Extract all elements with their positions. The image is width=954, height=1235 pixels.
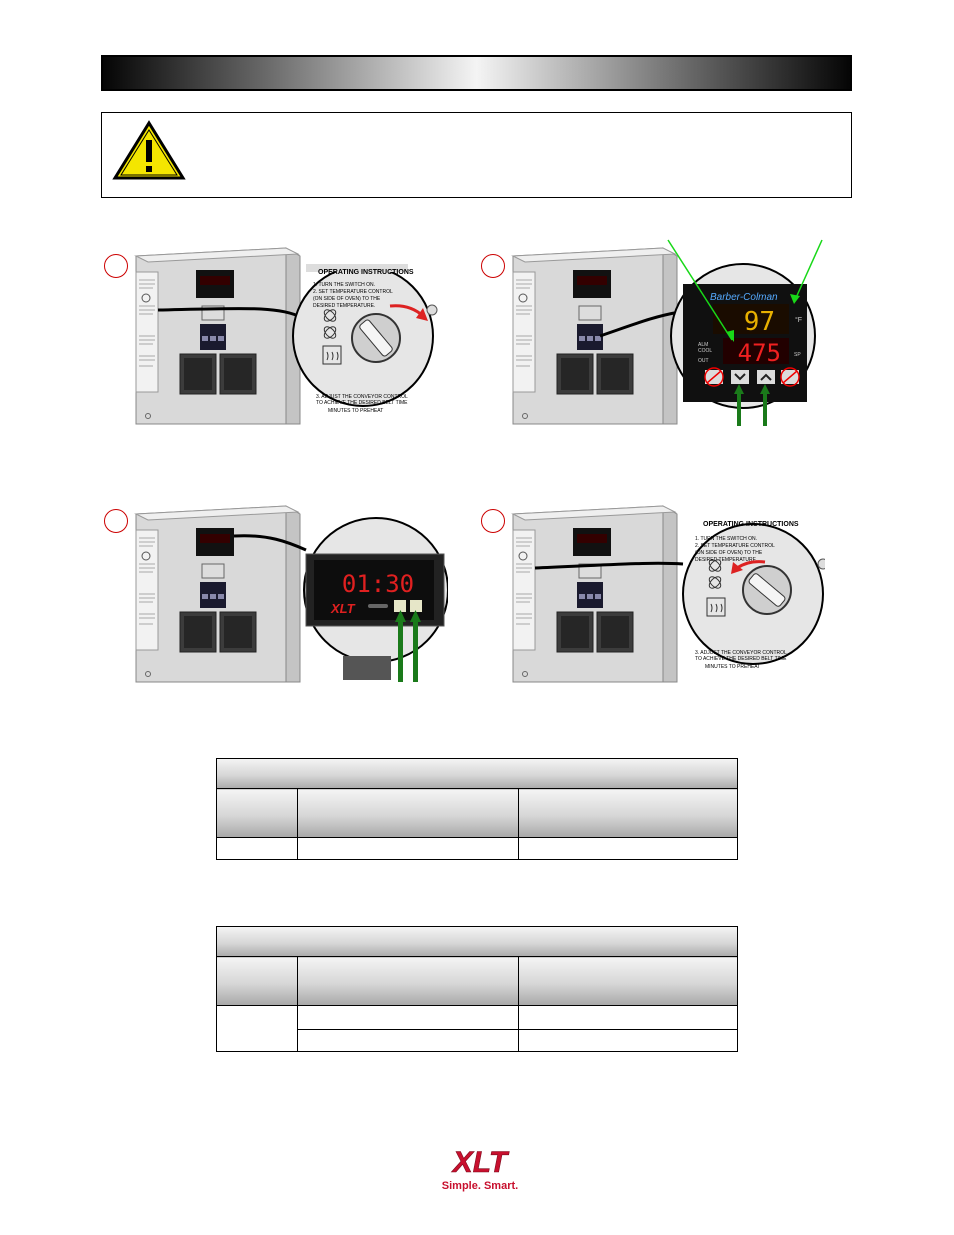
step-1-illustration: OPERATING INSTRUCTIONS 1. TURN THE SWITC… [128,246,438,425]
out-label: OUT [698,358,709,364]
callout-lines [667,239,823,342]
controller-brand: Barber-Colman [710,292,778,303]
table-1-title [216,758,738,789]
svg-text:DESIRED TEMPERATURE.: DESIRED TEMPERATURE. [695,557,757,563]
instr-line-2: 2. SET TEMPERATURE CONTROL [313,289,393,295]
table-cell [297,1029,519,1052]
heat-icon [706,597,726,617]
xlt-logo: XLT [450,1146,510,1180]
table-2-title [216,926,738,957]
alm-label: ALM [698,342,708,348]
table-row [216,1005,738,1052]
down-button[interactable] [731,370,749,384]
temp-unit: °F [795,316,802,324]
rotate-back-arrow [736,560,766,570]
warning-triangle-icon [112,120,186,180]
timer-down-button[interactable] [394,600,406,612]
svg-text:1. TURN THE SWITCH ON.: 1. TURN THE SWITCH ON. [695,536,757,542]
oven-switch-on-image: OPERATING INSTRUCTIONS 1. TURN THE SWITC… [135,247,438,425]
chevron-down-icon [734,373,746,381]
timer-up-button[interactable] [410,600,422,612]
table-1-col-3 [518,788,738,838]
fan-icon [708,559,722,589]
instr-line-8: MINUTES TO PREHEAT [328,408,383,414]
step-1-marker [104,254,128,278]
table-cell [216,1005,298,1052]
warning-box [101,112,852,198]
table-2-col-2 [297,956,519,1006]
table-cell [518,837,738,860]
step-3-illustration: 01:30 XLT [128,504,449,683]
svg-text:3. ADJUST THE CONVEYOR CONTROL: 3. ADJUST THE CONVEYOR CONTROL [695,650,787,656]
xlt-logo-text: XLT [451,1146,510,1175]
spec-table-2 [216,926,738,1052]
oven-switch-off-image: OPERATING INSTRUCTIONS 1. TURN THE SWITC… [512,505,829,683]
actual-temp-display: 97 [744,307,775,337]
svg-text:2. SET TEMPERATURE CONTROL: 2. SET TEMPERATURE CONTROL [695,543,775,549]
svg-text:MINUTES TO PREHEAT: MINUTES TO PREHEAT [705,664,760,670]
chevron-up-icon [760,373,772,381]
brand-tagline: Simple. Smart. [441,1180,519,1192]
table-cell [518,1029,738,1052]
instr-line-3: (ON SIDE OF OVEN) TO THE [313,296,381,302]
table-row [216,837,738,860]
step-2-illustration: Barber-Colman 97 °F ALM COOL OUT 475 SP [505,246,816,426]
heat-icon [322,345,342,365]
instr-line-4: DESIRED TEMPERATURE. [313,303,375,309]
belt-time-display: 01:30 [342,570,414,598]
belt-timer-image: 01:30 XLT [135,505,449,683]
press-arrow-up-button [760,384,770,394]
table-cell [297,837,519,860]
section-title-bar [101,55,852,91]
instr-line-1: 1. TURN THE SWITCH ON. [313,282,375,288]
svg-text:TO ACHIEVE THE DESIRED BELT TI: TO ACHIEVE THE DESIRED BELT TIME [695,656,787,662]
table-2-col-3 [518,956,738,1006]
svg-text:OPERATING INSTRUCTIONS: OPERATING INSTRUCTIONS [703,521,799,528]
footer-brand: XLT Simple. Smart. [430,1145,530,1192]
instr-heading: OPERATING INSTRUCTIONS [318,269,414,276]
up-button[interactable] [757,370,775,384]
instr-line-5: 3. ADJUST THE CONVEYOR CONTROL [316,394,408,400]
instr-line-6: TO ACHIEVE THE DESIRED BELT TIME [316,400,408,406]
timer-xlt-logo: XLT [330,601,356,616]
table-1-col-2 [297,788,519,838]
step-4-marker [481,509,505,533]
table-cell [297,1005,519,1030]
spec-table-1 [216,758,738,860]
svg-text:(ON SIDE OF OVEN) TO THE: (ON SIDE OF OVEN) TO THE [695,550,763,556]
table-row [217,1029,738,1052]
table-1-col-1 [216,788,298,838]
step-3-marker [104,509,128,533]
step-4-illustration: OPERATING INSTRUCTIONS 1. TURN THE SWITC… [505,504,829,683]
table-cell [518,1005,738,1030]
table-cell [216,837,298,860]
table-2-col-1 [216,956,298,1006]
cool-label: COOL [698,348,712,354]
fan-icon [323,309,337,339]
step-2-marker [481,254,505,278]
sp-label: SP [794,352,801,358]
press-arrow-down-button [734,384,744,394]
setpoint-display: 475 [738,339,781,367]
